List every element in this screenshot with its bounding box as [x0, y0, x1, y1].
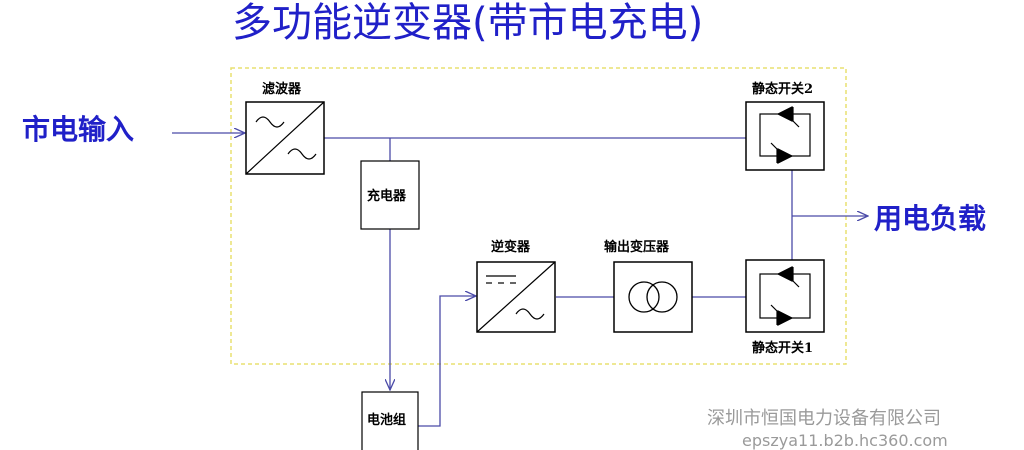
dc-symbol-icon: [486, 275, 516, 284]
inverter-block: 逆变器: [476, 239, 556, 333]
load-output-label: 用电负载: [874, 202, 986, 235]
mains-input-label: 市电输入: [22, 113, 134, 146]
static-switch-1-block: 静态开关1: [745, 259, 825, 356]
watermark-url: epszya11.b2b.hc360.com: [742, 431, 948, 450]
output-transformer-label: 输出变压器: [604, 239, 670, 255]
ac-wave-icon: [287, 148, 317, 160]
wiring: [172, 133, 868, 427]
battery-block: 电池组: [361, 391, 419, 450]
static-switch-2-block: 静态开关2: [745, 81, 825, 171]
output-transformer-block: 输出变压器: [604, 239, 693, 333]
charger-label: 充电器: [367, 188, 407, 204]
transformer-coil-icon: [646, 281, 678, 313]
static-switch-2-label: 静态开关2: [752, 81, 813, 97]
thyristor-pair-icon: [759, 266, 811, 326]
battery-to-inverter-line: [418, 296, 476, 427]
thyristor-pair-icon: [759, 106, 811, 164]
filter-label: 滤波器: [262, 81, 302, 97]
transformer-coil-icon: [628, 281, 660, 313]
charger-block: 充电器: [360, 160, 420, 230]
filter-block: 滤波器: [245, 81, 325, 175]
ac-wave-icon: [255, 116, 285, 128]
inverter-label: 逆变器: [491, 239, 531, 255]
watermark-company: 深圳市恒国电力设备有限公司: [707, 408, 941, 429]
battery-label: 电池组: [367, 412, 406, 428]
diagram-title: 多功能逆变器(带市电充电): [232, 0, 703, 46]
ac-wave-icon: [515, 308, 545, 320]
static-switch-1-label: 静态开关1: [752, 340, 813, 356]
